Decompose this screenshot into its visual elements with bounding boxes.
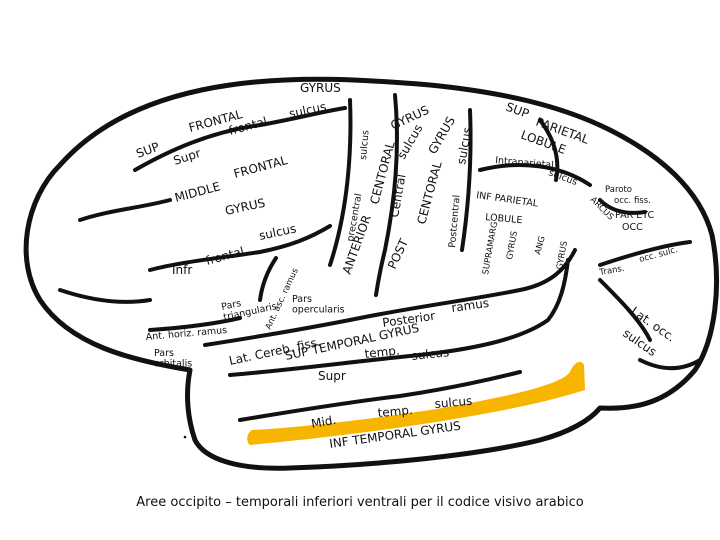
superior-frontal-sulcus [133, 106, 347, 172]
lateral-occipital-sulcus [598, 278, 652, 342]
label-centoral-post: CENTORAL [414, 160, 444, 226]
parieto-occipital-fissure [598, 198, 647, 215]
label-sulcus-precentral-small: sulcus [358, 130, 372, 161]
label-temp-sulcus: temp. [364, 343, 400, 361]
label-par-etc: PAR ETC [615, 210, 654, 221]
label-ramus: ramus [450, 296, 489, 315]
label-paroto-occ: Paroto [605, 185, 632, 195]
label-post: POST [385, 236, 411, 271]
label-gyrus-post: GYRUS [425, 114, 458, 156]
postcentral-sulcus [460, 108, 473, 252]
parietal-fold [538, 118, 560, 182]
transverse-occipital-sulcus [598, 240, 692, 267]
label-mid: Mid. [310, 413, 337, 431]
label-central-sulcus: Central [387, 173, 408, 218]
label-frontal-infr: frontal [204, 244, 246, 268]
intraparietal-sulcus [478, 163, 592, 187]
label-middle: MIDDLE [173, 179, 222, 205]
label-supr-temp: Supr [318, 369, 346, 383]
label-sulcus-temp: sulcus [411, 345, 450, 363]
label-occ-small: OCC [622, 222, 643, 233]
occipital-fold [638, 358, 702, 371]
label-occ-fiss: occ. fiss. [614, 196, 651, 206]
label-lobule-inf: LOBULE [485, 212, 523, 226]
label-supramarg: SUPRAMARG [481, 221, 500, 276]
figure-caption: Aree occipito – temporali inferiori vent… [136, 495, 584, 510]
frontal-gyrus-fold-1 [78, 198, 172, 222]
label-ang: ANG [533, 235, 548, 256]
label-frontal-middle: FRONTAL [232, 153, 289, 181]
label-sulcus-mid: sulcus [434, 394, 473, 411]
label-postcentral: Postcentral [447, 194, 463, 248]
brain-outline [23, 76, 719, 471]
label-gyrus-ang: GYRUS [555, 240, 570, 270]
superior-temporal-sulcus [228, 258, 570, 377]
central-sulcus [374, 93, 399, 297]
label-inf-parietal: INF PARIETAL [476, 190, 540, 210]
label-sulcus-post: sulcus [454, 126, 474, 166]
dot-marker [183, 435, 187, 439]
lateral-cerebral-fissure [203, 248, 577, 347]
label-sulcus-upper: sulcus [288, 99, 328, 121]
label-sulcus-infr: sulcus [258, 221, 298, 243]
label-temp-mid: temp. [377, 403, 413, 420]
ascending-ramus [258, 256, 278, 302]
frontal-gyrus-fold-2 [58, 288, 152, 304]
horizontal-ramus [148, 316, 242, 332]
label-gyrus-sm: GYRUS [505, 230, 520, 260]
brain-lateral-diagram: GYRUS SUP FRONTAL sulcus Supr frontal MI… [23, 76, 719, 471]
inferior-temporal-highlight [247, 361, 585, 445]
label-infr: Infr [172, 263, 192, 277]
label-intraparietal: Intraparietal [495, 155, 554, 171]
label-gyrus-top: GYRUS [300, 81, 341, 95]
label-gyrus-middle: GYRUS [224, 196, 267, 218]
middle-temporal-sulcus [238, 370, 522, 422]
precentral-sulcus [328, 98, 353, 267]
label-trans: Trans. [598, 264, 626, 278]
inferior-frontal-sulcus [148, 224, 332, 272]
